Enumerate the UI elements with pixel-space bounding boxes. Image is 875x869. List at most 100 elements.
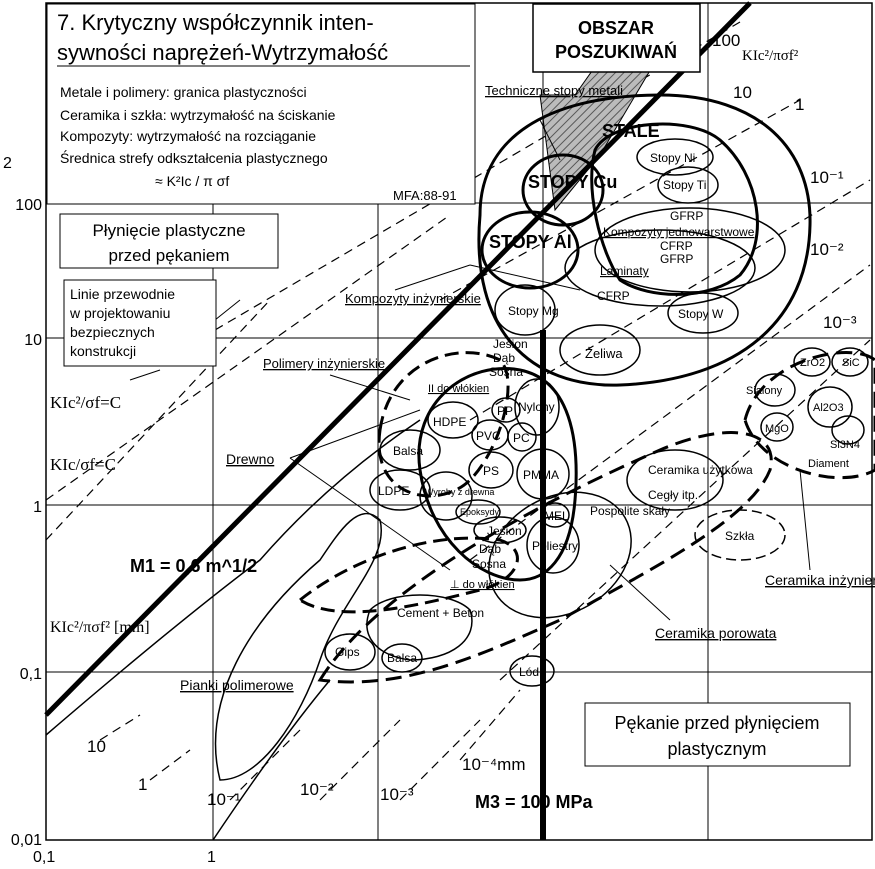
legend-line-2: Ceramika i szkła: wytrzymałość na ściska… bbox=[60, 107, 336, 123]
leader-wood-2 bbox=[289, 457, 451, 571]
legend-line-3: Kompozyty: wytrzymałość na rozciąganie bbox=[60, 128, 316, 144]
balsa-lower-envelope bbox=[381, 643, 423, 673]
fracture-region-box bbox=[584, 702, 851, 767]
diag-label-10-1: 10⁻¹ bbox=[810, 168, 844, 187]
label-zeliwa: Żeliwa bbox=[585, 346, 623, 361]
m3-label: M3 = 100 MPa bbox=[475, 792, 594, 812]
diag-label-low-10-1: 10⁻¹ bbox=[207, 790, 241, 809]
design-guide-line4: konstrukcji bbox=[70, 343, 136, 359]
dashed-guide-lines bbox=[45, 21, 871, 801]
leader-lines bbox=[129, 119, 811, 621]
label-technical-alloys-1: Techniczne stopy metali bbox=[485, 83, 623, 98]
label-mgo: MgO bbox=[765, 423, 789, 435]
legend-line-4: Średnica strefy odkształcenia plastyczne… bbox=[60, 149, 328, 166]
sic-envelope bbox=[831, 347, 869, 377]
composites-envelope bbox=[594, 207, 786, 293]
source-ref: MFA:88-91 bbox=[393, 188, 457, 203]
y-tick-label-1: 1 bbox=[33, 499, 42, 516]
guide-line-11 bbox=[319, 719, 401, 801]
cut-axis-label: 2 bbox=[3, 155, 12, 172]
label-stopy-al: STOPY Al bbox=[489, 232, 572, 252]
stopy-mg-envelope bbox=[494, 284, 556, 336]
label-cegly: Cegły itp. bbox=[648, 488, 698, 502]
hdpe-envelope bbox=[427, 401, 479, 439]
k2-pi-sigma-top-label: KIc²/πσf² bbox=[742, 48, 799, 64]
zeliwa-envelope bbox=[559, 324, 641, 376]
title-box bbox=[46, 3, 476, 205]
leader-composites-2 bbox=[469, 264, 581, 291]
label-cement-beton: Cement + Beton bbox=[397, 606, 484, 620]
label-balsa-2: Balsa bbox=[387, 651, 417, 665]
label-pvc: PVC bbox=[476, 429, 501, 443]
polymer-envelopes bbox=[297, 351, 580, 614]
wood-perp-envelope bbox=[297, 536, 519, 614]
solid-diagonal-2 bbox=[212, 679, 331, 841]
laminates-envelope bbox=[564, 229, 756, 307]
fracture-region-line2: plastycznym bbox=[667, 739, 766, 759]
search-area-line1: OBSZAR bbox=[578, 18, 654, 38]
label-cfrp-1: CFRP bbox=[660, 239, 693, 253]
label-ii-do-wlokien: II do włókien bbox=[428, 383, 489, 395]
porous-ceramics-envelope bbox=[317, 431, 773, 684]
label-pmma: PMMA bbox=[523, 468, 559, 482]
label-sialony: Sialony bbox=[746, 385, 783, 397]
stopy-ni-envelope bbox=[636, 138, 714, 176]
diag-label-low-1: 1 bbox=[138, 775, 147, 794]
guide-line-8 bbox=[99, 714, 141, 741]
y-tick-label-10: 10 bbox=[24, 332, 42, 349]
label-pp: PP bbox=[497, 404, 513, 418]
diag-label-low-10-2: 10⁻² bbox=[300, 780, 334, 799]
jesion-lower-envelope bbox=[473, 516, 527, 544]
leader-technical-alloys bbox=[539, 119, 561, 161]
solid-diagonal-1 bbox=[45, 419, 421, 736]
label-lod: Lód bbox=[519, 665, 539, 679]
yield-region-line1: Płynięcie plastyczne bbox=[92, 221, 245, 240]
label-sosna-1: Sosna bbox=[489, 365, 523, 379]
cement-beton-envelope bbox=[366, 594, 473, 661]
label-mel: MEL bbox=[544, 509, 569, 523]
legend-line-1: Metale i polimery: granica plastyczności bbox=[60, 84, 307, 100]
si3n4-envelope bbox=[831, 415, 865, 445]
label-ceramika-inzynierska: Ceramika inżynierska bbox=[765, 572, 875, 588]
stopy-cu-envelope bbox=[521, 153, 605, 227]
stopy-w-envelope bbox=[667, 292, 739, 334]
label-ps: PS bbox=[483, 464, 499, 478]
guide-line-3 bbox=[214, 21, 741, 331]
m1-label: M1 = 0,6 m^1/2 bbox=[130, 556, 257, 576]
stopy-ti-envelope bbox=[657, 166, 719, 204]
mel-envelope bbox=[540, 502, 570, 528]
label-cfrp-2: CFRP bbox=[597, 289, 630, 303]
metals-envelope bbox=[477, 93, 812, 387]
guide-line-9 bbox=[149, 749, 191, 781]
label-sosna-2: Sosna bbox=[472, 557, 506, 571]
chart-title-line1: 7. Krytyczny współczynnik inten- bbox=[57, 10, 374, 35]
szkla-envelope bbox=[694, 509, 786, 561]
guide-line-2 bbox=[45, 214, 451, 501]
sialony-envelope bbox=[754, 373, 796, 407]
guide-line-1 bbox=[45, 299, 271, 541]
nylony-envelope bbox=[514, 378, 560, 436]
diag-label-low-10-3: 10⁻³ bbox=[380, 785, 414, 804]
wood-products-envelope bbox=[419, 471, 473, 521]
guide-line-4 bbox=[439, 99, 801, 301]
leader-polymers bbox=[329, 374, 411, 401]
label-ldpe: LDPE bbox=[378, 484, 409, 498]
fracture-region-line1: Pękanie przed płynięciem bbox=[614, 713, 819, 733]
wood-parallel-envelope bbox=[377, 351, 510, 498]
label-ceramika-uzytkowa: Ceramika użytkowa bbox=[648, 463, 753, 477]
label-stopy-w: Stopy W bbox=[678, 307, 724, 321]
label-pc: PC bbox=[513, 431, 530, 445]
label-kompozyty-jednowarstwowe: Kompozyty jednowarstwowe bbox=[603, 225, 755, 239]
label-gips: Gips bbox=[335, 645, 360, 659]
design-guide-box bbox=[63, 279, 217, 367]
ps-envelope bbox=[468, 451, 514, 489]
label-jesion-1: Jesion bbox=[493, 337, 528, 351]
label-szkla: Szkła bbox=[725, 529, 755, 543]
ceramika-uzytkowa-envelope bbox=[626, 449, 724, 511]
poliestry-envelope bbox=[526, 516, 580, 574]
x-tick-label-01: 0,1 bbox=[33, 849, 55, 866]
gips-envelope bbox=[324, 633, 376, 671]
x-tick-label-1: 1 bbox=[207, 849, 216, 866]
diag-label-10: 10 bbox=[733, 83, 752, 102]
